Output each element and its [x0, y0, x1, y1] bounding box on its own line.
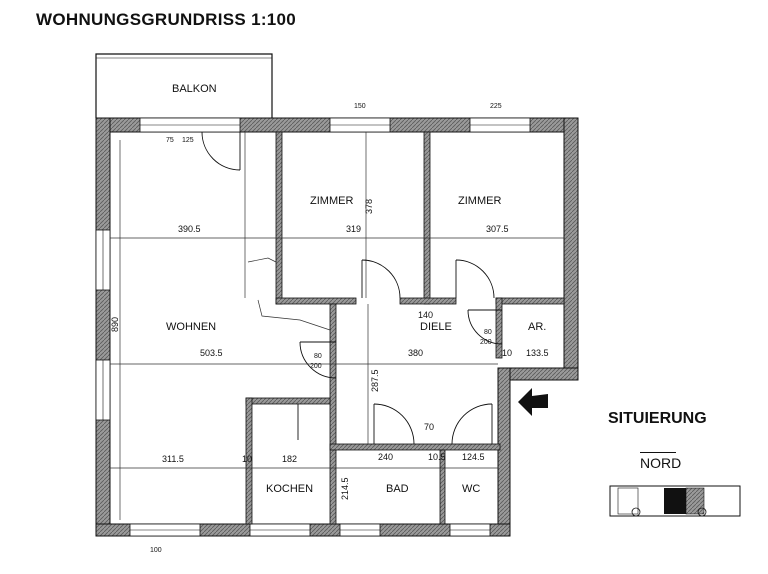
site-plan-sketch — [609, 485, 741, 517]
dim-zimmer1-width: 319 — [346, 224, 361, 234]
room-wc: WC — [462, 483, 480, 495]
dim-left-height: 890 — [110, 317, 120, 332]
mark-door-200-wohnen: 200 — [310, 363, 322, 370]
outer-walls — [95, 117, 579, 537]
mark-win-125: 125 — [182, 137, 194, 144]
dim-diele-top: 140 — [418, 310, 433, 320]
dim-wall-bad: 10.5 — [428, 452, 446, 462]
dim-kochen-width: 182 — [282, 454, 297, 464]
north-label: NORD — [640, 455, 682, 471]
doors — [201, 131, 503, 445]
room-zimmer-2: ZIMMER — [458, 195, 501, 207]
dim-zimmer2-width: 307.5 — [486, 224, 509, 234]
situierung-label: SITUIERUNG — [608, 410, 707, 427]
plan-title: WOHNUNGSGRUNDRISS 1:100 — [36, 10, 297, 29]
dim-zimmer-depth: 378 — [364, 199, 374, 214]
mark-win-225: 225 — [490, 103, 502, 110]
dim-wall-kochen: 10 — [242, 454, 252, 464]
dim-bad-width: 240 — [378, 452, 393, 462]
mark-win-100: 100 — [150, 547, 162, 554]
room-wohnen: WOHNEN — [166, 321, 216, 333]
dim-diele-width: 380 — [408, 348, 423, 358]
dim-wohnen-upper: 390.5 — [178, 224, 201, 234]
mark-door-80-wohnen: 80 — [314, 353, 322, 360]
plan-lines — [110, 132, 564, 520]
dim-diele-vertical: 287.5 — [370, 369, 380, 392]
dim-wall-ar: 10 — [502, 348, 512, 358]
dim-wc-width: 124.5 — [462, 452, 485, 462]
room-diele: DIELE — [420, 321, 452, 333]
interior-walls — [245, 131, 565, 525]
windows — [95, 117, 531, 537]
mark-door-70-bad: 70 — [424, 422, 434, 432]
mark-door-200-ar: 200 — [480, 339, 492, 346]
balcony — [95, 53, 273, 118]
mark-door-80-ar: 80 — [484, 329, 492, 336]
room-zimmer-1: ZIMMER — [310, 195, 353, 207]
mark-win-150: 150 — [354, 103, 366, 110]
room-ar: AR. — [528, 321, 546, 333]
dim-wohnen-width: 503.5 — [200, 348, 223, 358]
dim-lower-left: 311.5 — [162, 454, 184, 464]
entrance-arrow-icon — [518, 388, 548, 416]
mark-win-75: 75 — [166, 137, 174, 144]
north-indicator-line — [640, 452, 676, 453]
dim-bad-depth: 214.5 — [340, 477, 350, 500]
dim-ar-width: 133.5 — [526, 348, 549, 358]
room-kochen: KOCHEN — [266, 483, 313, 495]
room-balkon: BALKON — [172, 83, 217, 95]
room-bad: BAD — [386, 483, 409, 495]
